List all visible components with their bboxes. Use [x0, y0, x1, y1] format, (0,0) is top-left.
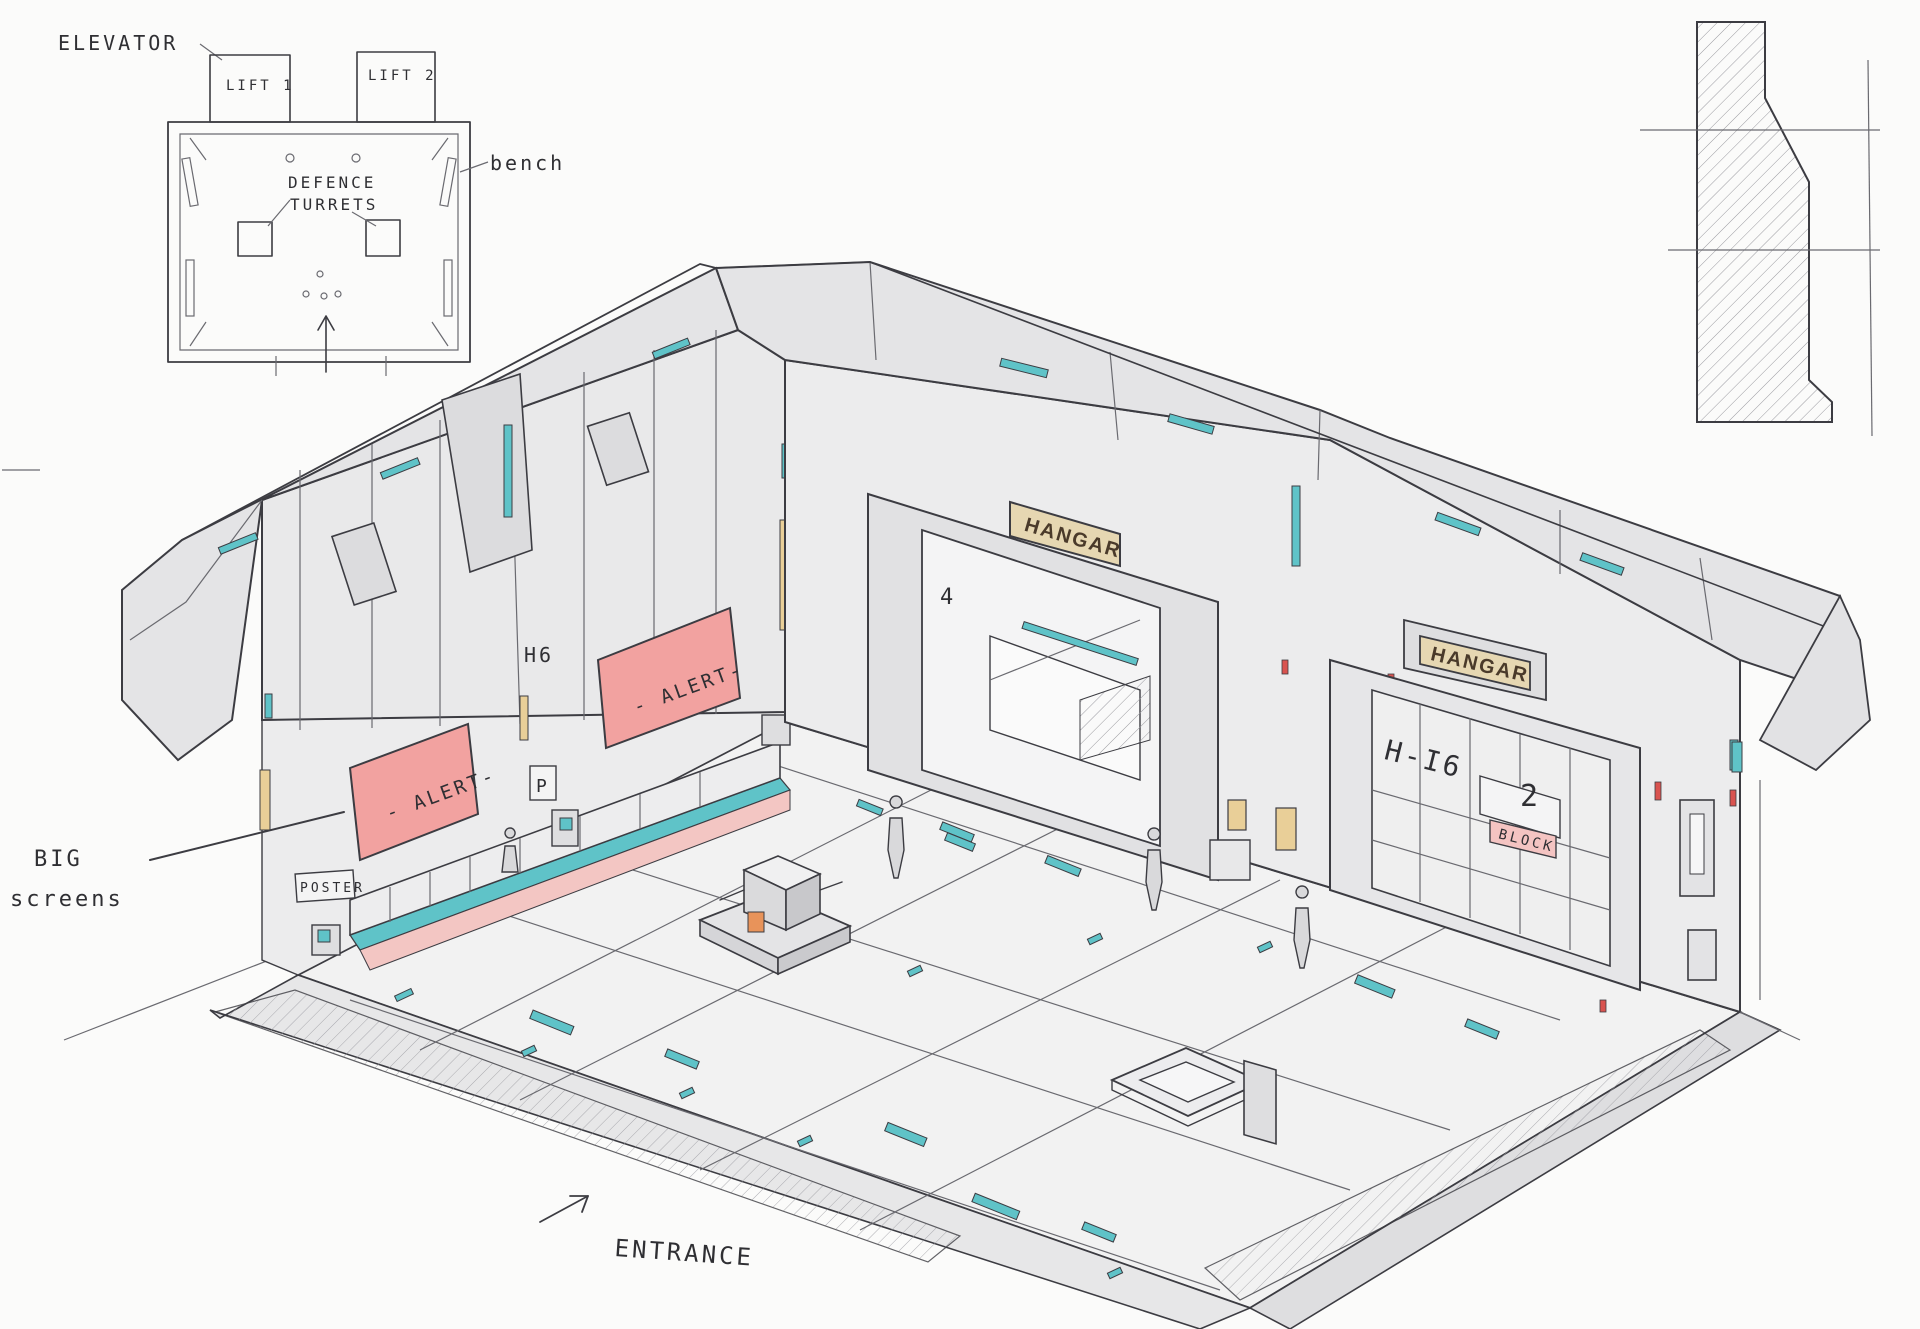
- plan-room-outline: [167, 121, 471, 363]
- people-figures: [501, 795, 1311, 969]
- lift-2-box: [356, 51, 436, 123]
- p-sign: P: [536, 776, 550, 797]
- entrance-label: ENTRANCE: [614, 1234, 755, 1272]
- wall-section-profile: [1640, 21, 1880, 437]
- turret-box-right: [365, 219, 401, 257]
- hangar-bay-2: H-I6 2 BLOCK: [1329, 658, 1641, 992]
- turret-box-left: [237, 221, 273, 257]
- poster-label: POSTER: [300, 881, 365, 896]
- turrets-label-line2: TURRETS: [290, 195, 378, 214]
- left-wall-vent-2: [586, 411, 650, 487]
- bench-label: bench: [490, 151, 565, 175]
- center-turret-platform: [697, 855, 853, 976]
- door-code-right: 2: [1520, 779, 1541, 814]
- annotations: BIG screens ENTRANCE: [10, 811, 755, 1272]
- floor-plan: ELEVATOR LIFT 1 LIFT 2 DEFENCE TURRETS: [58, 31, 565, 376]
- big-screens-label-line2: screens: [10, 887, 124, 912]
- poster-panel: POSTER: [294, 869, 365, 903]
- entrance-arrow: [539, 1195, 589, 1223]
- big-screens-leader-line: [149, 811, 345, 861]
- hangar-sign-2: HANGAR: [1403, 618, 1547, 702]
- hangar-bay-1: 4: [867, 492, 1219, 882]
- turrets-label-line1: DEFENCE: [288, 173, 376, 192]
- lift-1-label: LIFT 1: [226, 78, 295, 94]
- big-screens-label-line1: BIG: [34, 847, 83, 872]
- hangar-door-number: 4: [940, 585, 956, 610]
- pillar-code: H6: [524, 643, 554, 667]
- isometric-room: - ALERT- - ALERT- POSTER P H6: [2, 260, 1871, 1329]
- elevator-label: ELEVATOR: [58, 31, 178, 55]
- left-wall-vent-1: [330, 521, 398, 607]
- entrance-arrow-head: [569, 1195, 589, 1213]
- section-profile-shape: [1696, 21, 1833, 423]
- lift-2-label: LIFT 2: [368, 68, 437, 84]
